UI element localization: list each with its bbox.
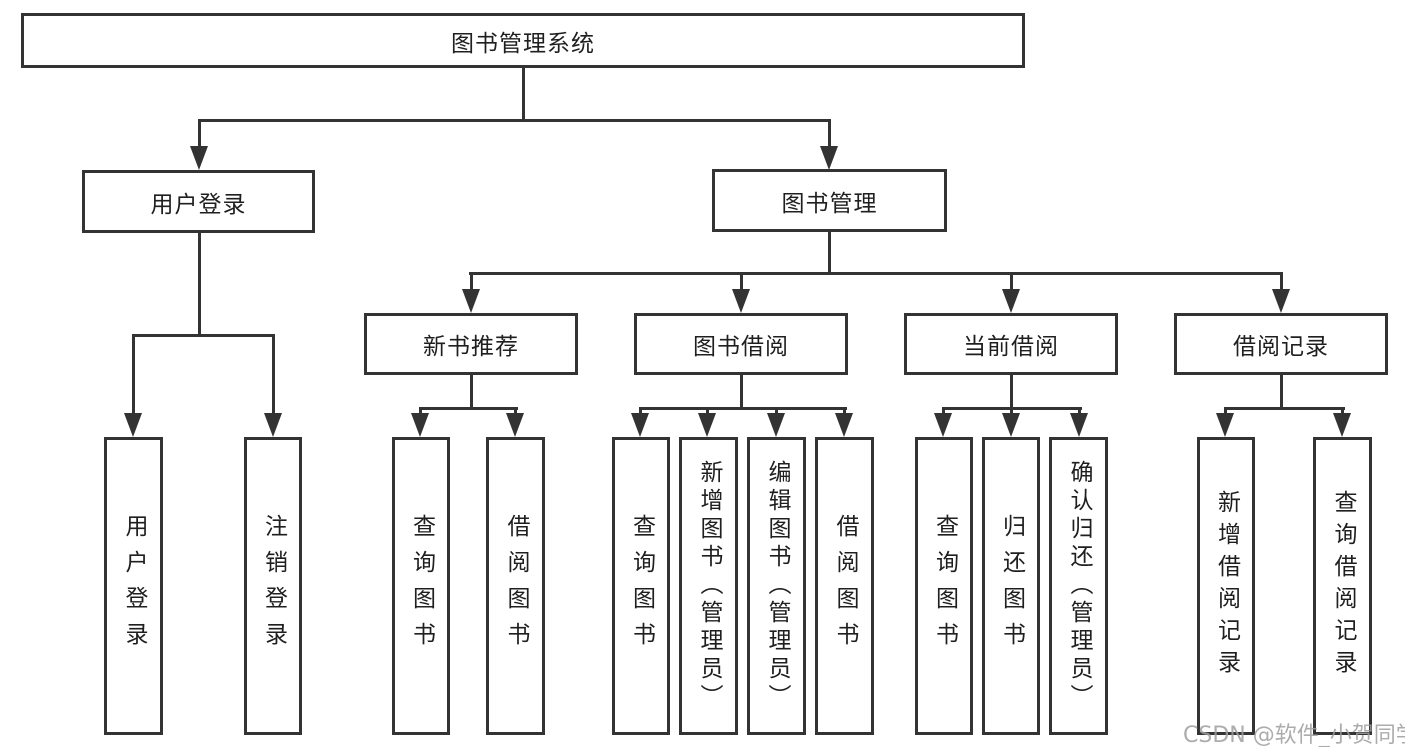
- node-book-management: 图书管理: [712, 169, 947, 232]
- connector-stem: [639, 407, 642, 416]
- leaf-confirm-return-admin-label: 确认归还（管理员）: [1066, 460, 1092, 712]
- connector-new-book-drop: [470, 375, 473, 408]
- arrow-into-leaf-logout: [264, 413, 282, 437]
- leaf-logout: 注销登录: [244, 437, 302, 735]
- watermark: CSDN @软件_小贺同学: [1183, 723, 1405, 747]
- leaf-add-books-admin-label: 新增图书（管理员）: [696, 460, 722, 712]
- arrow-into-leaf: [835, 413, 853, 437]
- node-user-login-label: 用户登录: [150, 191, 247, 218]
- leaf-return-books-label: 归还图书: [998, 514, 1025, 658]
- leaf-query-borrow-record-label: 查询借阅记录: [1330, 490, 1356, 682]
- connector-borrowing-records-rail: [1224, 407, 1345, 410]
- node-borrowing-records: 借阅记录: [1174, 313, 1388, 375]
- connector-book-borrowing-rail: [639, 407, 847, 410]
- connector-stem-leaf-user-login: [132, 334, 135, 416]
- connector-book-borrowing-drop: [740, 375, 743, 408]
- arrow-into-leaf: [698, 413, 716, 437]
- node-root-label: 图书管理系统: [451, 30, 595, 57]
- leaf-query-borrow-record: 查询借阅记录: [1313, 437, 1372, 735]
- arrow-into-leaf: [411, 413, 429, 437]
- node-current-borrowing: 当前借阅: [904, 313, 1118, 375]
- connector-user-login-rail: [132, 334, 275, 337]
- connector-stem: [1078, 407, 1081, 416]
- leaf-add-borrow-record: 新增借阅记录: [1197, 437, 1255, 735]
- leaf-query-books-recommend: 查询图书: [392, 437, 450, 735]
- connector-stem: [775, 407, 778, 416]
- leaf-user-login: 用户登录: [104, 437, 163, 735]
- leaf-query-books-recommend-label: 查询图书: [408, 514, 435, 658]
- leaf-query-books-borrowing-label: 查询图书: [628, 514, 655, 658]
- connector-stem: [706, 407, 709, 416]
- arrow-into-user-login: [190, 146, 208, 170]
- node-current-borrowing-label: 当前借阅: [963, 334, 1059, 360]
- leaf-user-login-label: 用户登录: [121, 514, 147, 658]
- leaf-confirm-return-admin: 确认归还（管理员）: [1049, 437, 1108, 735]
- connector-stem: [1341, 407, 1344, 416]
- connector-stem: [1224, 407, 1227, 416]
- connector-stem: [1010, 407, 1013, 416]
- connector-book-management-drop: [828, 232, 831, 274]
- node-book-borrowing: 图书借阅: [634, 313, 848, 375]
- arrow-into-leaf: [767, 413, 785, 437]
- connector-stem-leaf-logout: [272, 334, 275, 416]
- connector-new-book-rail: [419, 407, 518, 410]
- arrow-into-leaf: [631, 413, 649, 437]
- leaf-logout-label: 注销登录: [260, 514, 287, 658]
- leaf-borrow-books-recommend-label: 借阅图书: [503, 514, 529, 658]
- arrow-into-leaf-user-login: [124, 413, 142, 437]
- connector-root-rail: [198, 119, 830, 122]
- connector-root-drop: [522, 68, 525, 121]
- connector-current-borrowing-drop: [1010, 375, 1013, 408]
- arrow-into-book-management: [820, 146, 838, 170]
- leaf-edit-books-admin-label: 编辑图书（管理员）: [764, 460, 790, 712]
- connector-stem: [419, 407, 422, 416]
- node-book-borrowing-label: 图书借阅: [693, 334, 789, 360]
- connector-book-management-rail: [469, 272, 1282, 275]
- arrow-into-leaf: [506, 413, 524, 437]
- arrow-into-leaf: [1333, 413, 1351, 437]
- leaf-return-books: 归还图书: [982, 437, 1040, 735]
- node-user-login: 用户登录: [82, 170, 315, 233]
- arrow-into-leaf: [1070, 413, 1088, 437]
- leaf-borrow-books-recommend: 借阅图书: [486, 437, 545, 735]
- connector-stem-borrowing-records: [1280, 272, 1283, 292]
- connector-stem: [514, 407, 517, 416]
- arrow-into-leaf: [1216, 413, 1234, 437]
- leaf-query-books-borrowing: 查询图书: [612, 437, 670, 735]
- connector-user-login-drop: [198, 233, 201, 336]
- leaf-edit-books-admin: 编辑图书（管理员）: [747, 437, 806, 735]
- connector-stem-book-management: [828, 119, 831, 151]
- arrow-into-borrowing-records: [1272, 289, 1290, 313]
- leaf-query-books-current-label: 查询图书: [931, 514, 958, 658]
- arrow-into-book-borrowing: [732, 289, 750, 313]
- node-root: 图书管理系统: [21, 13, 1025, 68]
- connector-stem: [942, 407, 945, 416]
- arrow-into-leaf: [934, 413, 952, 437]
- connector-stem: [843, 407, 846, 416]
- node-new-book-recommendation-label: 新书推荐: [423, 334, 519, 360]
- connector-stem-new-book: [470, 272, 473, 292]
- connector-stem-user-login: [198, 119, 201, 151]
- arrow-into-leaf: [1002, 413, 1020, 437]
- leaf-borrow-books-borrowing-label: 借阅图书: [832, 514, 858, 658]
- leaf-add-books-admin: 新增图书（管理员）: [679, 437, 738, 735]
- node-new-book-recommendation: 新书推荐: [364, 313, 578, 375]
- node-borrowing-records-label: 借阅记录: [1233, 334, 1329, 360]
- leaf-query-books-current: 查询图书: [915, 437, 973, 735]
- arrow-into-new-book: [462, 289, 480, 313]
- connector-stem-current-borrowing: [1010, 272, 1013, 292]
- leaf-add-borrow-record-label: 新增借阅记录: [1213, 490, 1240, 682]
- connector-stem-book-borrowing: [740, 272, 743, 292]
- leaf-borrow-books-borrowing: 借阅图书: [815, 437, 874, 735]
- arrow-into-current-borrowing: [1002, 289, 1020, 313]
- connector-borrowing-records-drop: [1280, 375, 1283, 408]
- node-book-management-label: 图书管理: [781, 190, 878, 217]
